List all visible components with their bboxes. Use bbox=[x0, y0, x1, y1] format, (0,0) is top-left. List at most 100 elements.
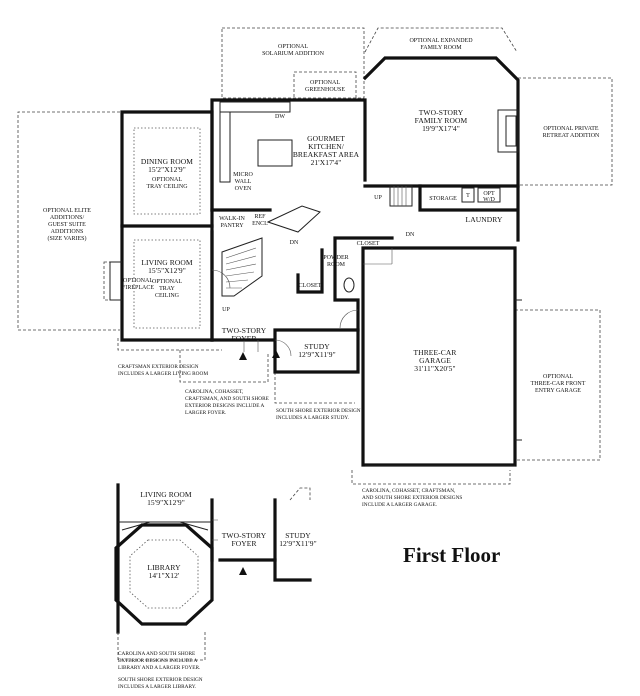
living-opt-3: CEILING bbox=[155, 293, 180, 299]
fireplace-label-2: FIREPLACE bbox=[122, 285, 154, 291]
micro-label-2: WALL bbox=[235, 179, 252, 185]
kitchen-label-1: GOURMET bbox=[307, 134, 345, 143]
library-size: 14'1"X12' bbox=[149, 571, 180, 580]
library-label: LIBRARY bbox=[147, 563, 181, 572]
foyer-note-2: CRAFTSMAN, AND SOUTH SHORE bbox=[185, 396, 269, 402]
pantry-label-2: PANTRY bbox=[220, 223, 244, 229]
garage-note-3: INCLUDE A LARGER GARAGE. bbox=[362, 502, 437, 508]
dw-label: DW bbox=[275, 114, 285, 120]
elite-label-1: OPTIONAL ELITE bbox=[43, 208, 91, 214]
retreat-label-2: RETREAT ADDITION bbox=[543, 133, 600, 139]
powder-walls bbox=[333, 236, 394, 332]
solarium-label-2: SOLARIUM ADDITION bbox=[262, 51, 324, 57]
study-note-2: INCLUDES A LARGER STUDY. bbox=[276, 415, 349, 421]
main-walls bbox=[120, 56, 520, 467]
elite-label-2: ADDITIONS/ bbox=[50, 215, 85, 221]
dn-label-1: DN bbox=[290, 240, 299, 246]
wd-label-2: W/D bbox=[483, 197, 495, 203]
retreat-outline bbox=[518, 77, 613, 186]
laundry-walls bbox=[418, 184, 520, 242]
wd-label-1: OPT bbox=[483, 191, 495, 197]
storage-label: STORAGE bbox=[429, 196, 457, 202]
elite-outline bbox=[17, 111, 120, 331]
living-opt-1: OPTIONAL bbox=[152, 279, 182, 285]
fireplace-hearth bbox=[505, 115, 517, 147]
garage-size: 31'11"X20'5" bbox=[414, 364, 455, 373]
dining-label: DINING ROOM bbox=[141, 157, 193, 166]
kitchen-label-3: BREAKFAST AREA bbox=[293, 150, 360, 159]
up-label-2: UP bbox=[222, 307, 230, 313]
living-label: LIVING ROOM bbox=[141, 258, 193, 267]
library-note-4: SOUTH SHORE EXTERIOR DESIGN bbox=[118, 677, 203, 683]
kitchen-size: 21'X17'4" bbox=[311, 158, 342, 167]
fireplace-box bbox=[497, 109, 519, 153]
ref-label-1: REF bbox=[254, 214, 266, 220]
micro-label-3: OVEN bbox=[235, 186, 252, 192]
garage-label-1: THREE-CAR bbox=[414, 348, 457, 357]
foyer-note-4: LARGER FOYER. bbox=[185, 410, 226, 416]
alt-study-wall bbox=[273, 498, 312, 582]
library-note-1: CAROLINA AND SOUTH SHORE bbox=[118, 651, 195, 657]
expanded-family-label-2: FAMILY ROOM bbox=[420, 45, 462, 51]
dn-label-2: DN bbox=[406, 232, 415, 238]
retreat-label-1: OPTIONAL PRIVATE bbox=[543, 126, 599, 132]
bay-outline bbox=[103, 261, 123, 301]
study-note-1: SOUTH SHORE EXTERIOR DESIGN bbox=[276, 408, 361, 414]
library-note-3: LIBRARY AND A LARGER FOYER. bbox=[118, 665, 200, 671]
elite-label-5: (SIZE VARIES) bbox=[48, 235, 87, 242]
entry-arrow bbox=[239, 352, 247, 360]
study-label: STUDY bbox=[304, 342, 330, 351]
living-size: 15'5"X12'9" bbox=[148, 266, 186, 275]
garage-label-2: GARAGE bbox=[419, 356, 451, 365]
rear-stair bbox=[266, 205, 321, 233]
garage-ext-outline bbox=[351, 470, 511, 485]
notes: CRAFTSMAN EXTERIOR DESIGN INCLUDES A LAR… bbox=[118, 364, 462, 690]
library-note-2: EXTERIOR DESIGNS INCLUDE A bbox=[118, 658, 197, 664]
alt-study-label: STUDY bbox=[285, 531, 311, 540]
closet-label-2: CLOSET bbox=[299, 283, 322, 289]
alternate-plan bbox=[114, 483, 312, 661]
labels: OPTIONAL SOLARIUM ADDITION OPTIONAL EXPA… bbox=[43, 38, 600, 580]
foyer-note-1: CAROLINA, COHASSET, bbox=[185, 389, 243, 395]
floor-title: First Floor bbox=[403, 543, 500, 567]
pantry-label-1: WALK-IN bbox=[219, 216, 245, 222]
greenhouse-label-2: GREENHOUSE bbox=[305, 87, 345, 93]
foyer-note-3: EXTERIOR DESIGNS INCLUDE A bbox=[185, 403, 264, 409]
craftsman-outline bbox=[117, 338, 222, 351]
optional-outlines bbox=[17, 27, 613, 485]
kitchen-island bbox=[257, 139, 293, 167]
library-walls bbox=[114, 523, 214, 626]
craftsman-note-1: CRAFTSMAN EXTERIOR DESIGN bbox=[118, 364, 199, 370]
ref-label-2: ENCL bbox=[252, 221, 268, 227]
study-outline bbox=[274, 372, 355, 404]
elite-label-3: GUEST SUITE bbox=[48, 222, 86, 228]
expanded-family-label-1: OPTIONAL EXPANDED bbox=[409, 38, 473, 44]
micro-label-1: MICRO bbox=[233, 172, 253, 178]
study-size: 12'9"X11'9" bbox=[298, 350, 336, 359]
main-stair bbox=[221, 237, 263, 297]
craftsman-note-2: INCLUDES A LARGER LIVING ROOM bbox=[118, 371, 208, 377]
living-tray bbox=[133, 239, 201, 329]
washer bbox=[461, 187, 475, 203]
alt-foyer-label-2: FOYER bbox=[231, 539, 256, 548]
powder-label-2: ROOM bbox=[327, 262, 346, 268]
dining-size: 15'2"X12'9" bbox=[148, 165, 186, 174]
closet-walls bbox=[296, 248, 324, 294]
powder-label-1: POWDER bbox=[323, 255, 348, 261]
pantry-walls bbox=[210, 208, 272, 342]
kitchen-counter-top bbox=[219, 101, 291, 113]
toilet bbox=[343, 277, 355, 293]
greenhouse-outline bbox=[293, 71, 357, 101]
t-label: T bbox=[466, 193, 470, 199]
library-detail bbox=[129, 539, 199, 609]
solarium-label-1: OPTIONAL bbox=[278, 44, 308, 50]
interior-detail bbox=[109, 101, 522, 467]
front-garage-label-1: OPTIONAL bbox=[543, 374, 573, 380]
closet-label-1: CLOSET bbox=[357, 241, 380, 247]
front-garage-label-2: THREE-CAR FRONT bbox=[531, 381, 586, 387]
family-room-label-2: FAMILY ROOM bbox=[415, 116, 468, 125]
solarium-outline bbox=[221, 27, 365, 99]
up-label-1: UP bbox=[374, 195, 382, 201]
foyer-label-1: TWO-STORY bbox=[222, 326, 267, 335]
